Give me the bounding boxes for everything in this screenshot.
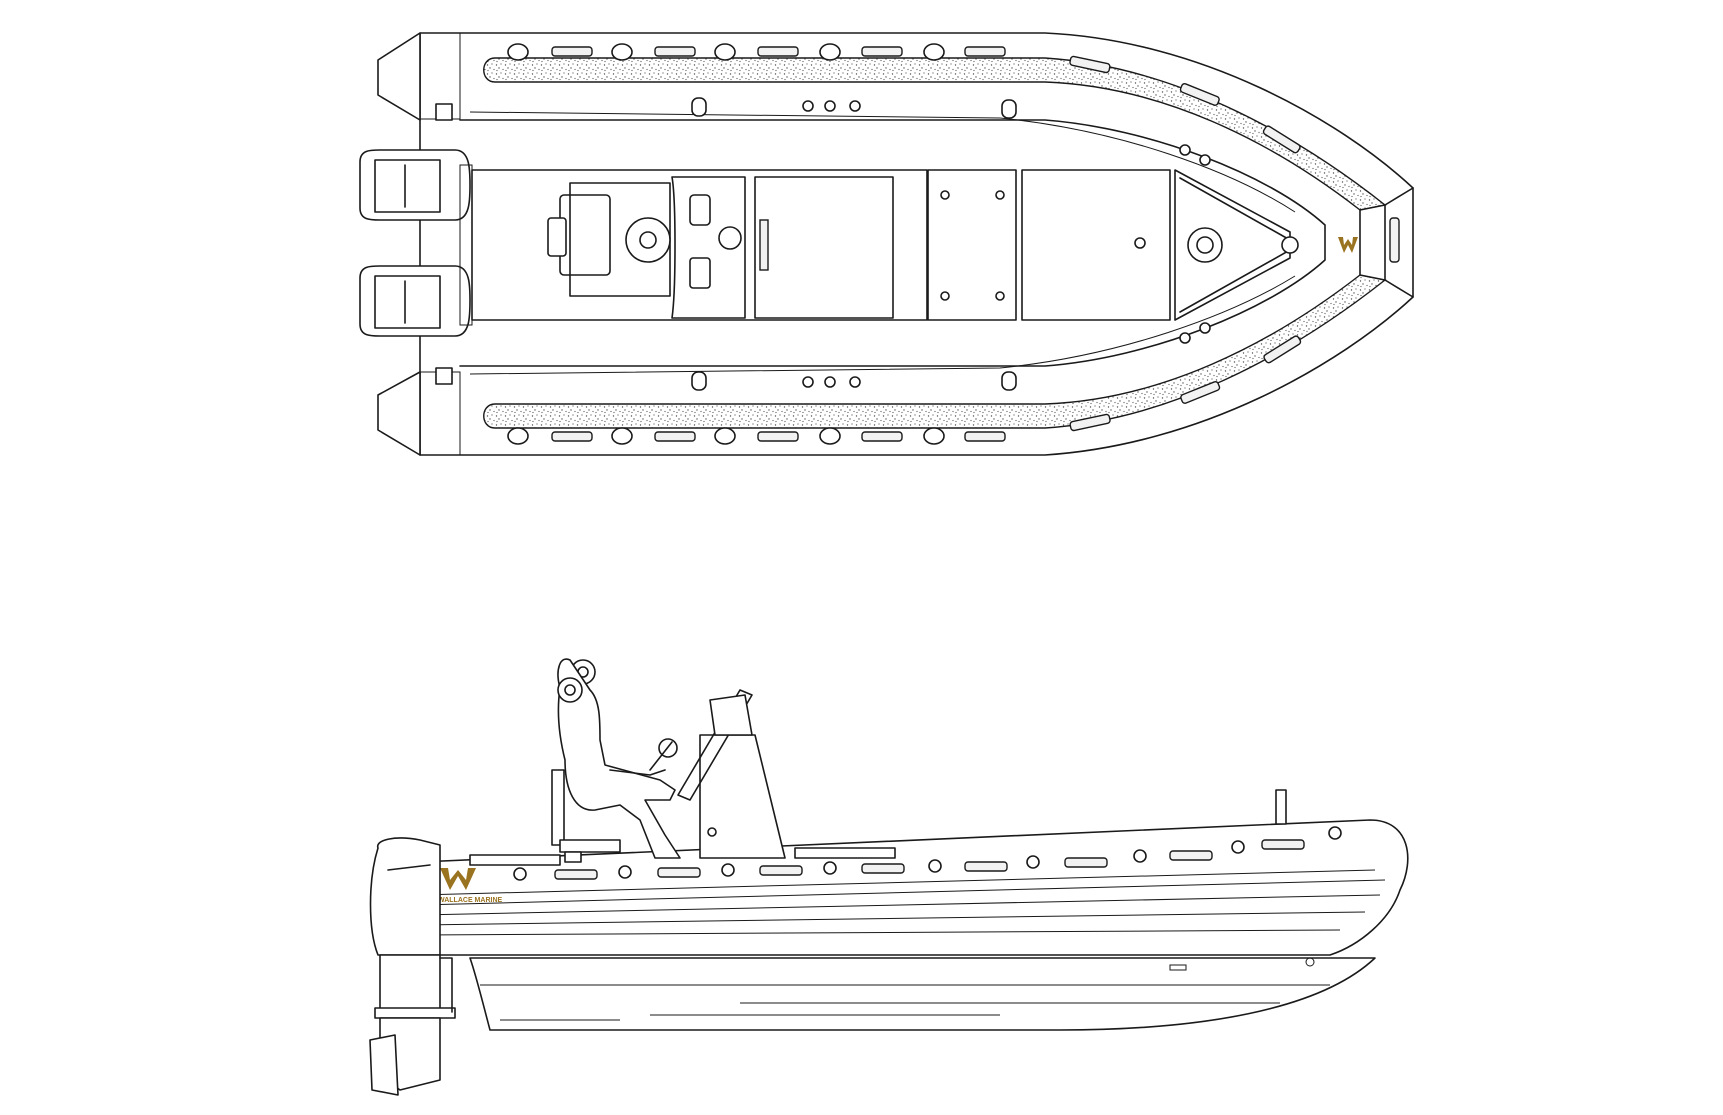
plan-view bbox=[359, 32, 1414, 456]
side-handles bbox=[513, 826, 1342, 881]
side-logo-text: WALLACE MARINE bbox=[438, 897, 502, 904]
bow-post bbox=[1275, 789, 1287, 825]
seat-side bbox=[469, 769, 896, 866]
bow-logo-plan bbox=[1338, 237, 1358, 253]
seat-plan bbox=[559, 194, 611, 276]
side-hull bbox=[469, 957, 1376, 1031]
deck-outline bbox=[459, 119, 1326, 367]
console-side bbox=[649, 689, 786, 859]
handle-row-bottom bbox=[507, 335, 1302, 445]
side-logo: WALLACE MARINE bbox=[438, 868, 502, 904]
outboard-engines-plan bbox=[359, 149, 473, 337]
deck-hatch bbox=[1187, 227, 1223, 263]
pilot-figure bbox=[557, 658, 681, 859]
tube-nonskid-upper bbox=[483, 57, 1387, 211]
bow-handle bbox=[1389, 217, 1400, 263]
handle-row-top bbox=[507, 43, 1301, 154]
steering-wheel-plan bbox=[625, 217, 671, 263]
cockpit-plan bbox=[471, 169, 1171, 321]
grab-line-lower bbox=[469, 275, 1296, 375]
outboard-engine-side bbox=[369, 837, 456, 1096]
tube-nonskid-lower bbox=[483, 274, 1387, 429]
bow-locker bbox=[1174, 169, 1299, 321]
grab-line-upper bbox=[469, 111, 1296, 213]
deck-fittings bbox=[435, 97, 1211, 391]
stern-tube-ends bbox=[377, 32, 461, 456]
side-view: WALLACE MARINE bbox=[369, 658, 1409, 1096]
